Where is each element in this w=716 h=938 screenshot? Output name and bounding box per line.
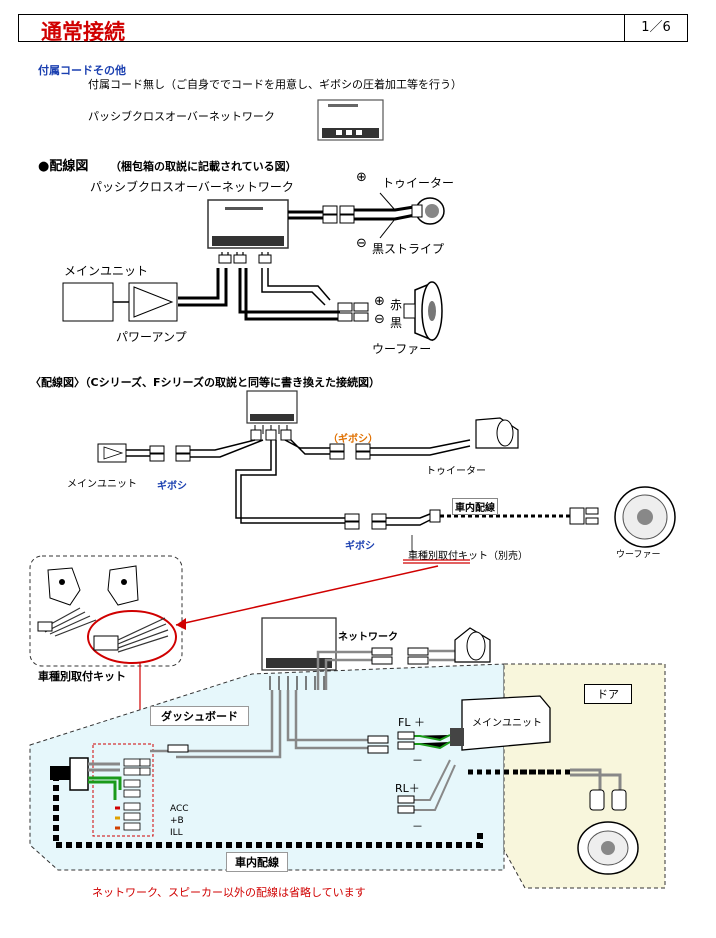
tweeter-label-2: トゥイーター xyxy=(426,466,486,477)
acc-label: ACC xyxy=(170,804,189,814)
woofer-image-1 xyxy=(403,281,443,342)
accessory-note: 付属コード無し（ご自身ででコードを用意し、ギボシの圧着加工等を行う） xyxy=(88,78,462,91)
network-box-3 xyxy=(261,617,337,671)
accessory-heading: 付属コードその他 xyxy=(38,64,126,77)
door-label: ドア xyxy=(584,684,632,704)
main-unit-label-3: メインユニット xyxy=(472,718,542,729)
diagram1-network-label: パッシブクロスオーバーネットワーク xyxy=(90,180,294,194)
b-plus-label: +B xyxy=(170,816,184,826)
main-unit-label-2: メインユニット xyxy=(67,479,137,490)
dashboard-label: ダッシュボード xyxy=(150,706,249,726)
ill-label: ILL xyxy=(170,828,183,838)
in-car-wiring-label-1: 車内配線 xyxy=(452,498,498,515)
diagram2-heading: 〈配線図〉（Cシリーズ、Fシリーズの取説と同等に書き換えた接続図） xyxy=(30,376,380,389)
woofer-label-1: ウーファー xyxy=(372,342,432,356)
woofer-label-2: ウーファー xyxy=(616,550,661,560)
title-bar: 通常接続 1／6 xyxy=(18,14,688,44)
page-number: 1／6 xyxy=(624,15,687,41)
network-product-image xyxy=(317,99,384,141)
door-woofer-image xyxy=(577,821,639,875)
tweeter-minus-symbol: ⊖ xyxy=(356,236,367,251)
fl-minus-label: － xyxy=(412,754,423,767)
page-title: 通常接続 xyxy=(41,20,125,44)
black-stripe-label: 黒ストライプ xyxy=(372,242,445,256)
rl-minus-label: － xyxy=(412,820,423,833)
tweeter-image-2 xyxy=(475,417,519,449)
in-car-wiring-label-2: 車内配線 xyxy=(226,852,288,872)
product-label: パッシブクロスオーバーネットワーク xyxy=(88,110,275,123)
kit-brackets-image xyxy=(37,565,139,637)
giboshi-label-2: ギボシ xyxy=(345,541,375,552)
network-label-3: ネットワーク xyxy=(338,632,398,643)
giboshi-paren-label: （ギボシ） xyxy=(328,434,378,445)
woofer-minus-symbol: ⊖ xyxy=(374,312,385,327)
vehicle-kit-label: 車種別取付キット（別売） xyxy=(408,551,528,562)
tweeter-plus-symbol: ⊕ xyxy=(356,170,367,185)
tweeter-image-3 xyxy=(454,627,491,663)
diagram1-heading-note: （梱包箱の取説に記載されている図） xyxy=(110,160,297,173)
main-unit-box-3 xyxy=(450,695,551,751)
woofer-image-2 xyxy=(614,486,676,548)
black-wire-label: 黒 xyxy=(390,316,403,330)
network-box-1 xyxy=(207,199,289,249)
tweeter-image-1 xyxy=(411,197,445,225)
footnote: ネットワーク、スピーカー以外の配線は省略しています xyxy=(92,886,366,899)
kit-harness-image xyxy=(93,617,169,653)
power-amp-label: パワーアンプ xyxy=(116,330,187,344)
main-unit-label-1: メインユニット xyxy=(64,264,149,278)
dashboard-area xyxy=(29,663,505,871)
fl-plus-label: FL ＋ xyxy=(398,716,425,729)
woofer-plus-symbol: ⊕ xyxy=(374,294,385,309)
harness-connector-block xyxy=(92,743,154,837)
giboshi-label-1: ギボシ xyxy=(157,481,187,492)
kit-label: 車種別取付キット xyxy=(38,670,126,683)
rl-plus-label: RL＋ xyxy=(395,782,420,795)
network-box-2 xyxy=(246,390,298,424)
tweeter-label-1: トゥイーター xyxy=(382,176,455,190)
red-wire-label: 赤 xyxy=(390,298,403,312)
diagram1-heading: ●配線図 xyxy=(38,159,89,174)
